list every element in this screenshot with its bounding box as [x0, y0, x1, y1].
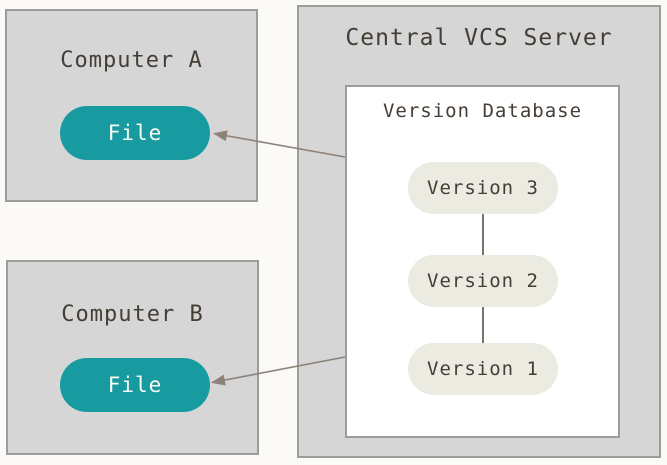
central-vcs-server-title: Central VCS Server	[345, 25, 613, 51]
version-2-node: Version 2	[408, 255, 558, 307]
computer-a-file-node: File	[60, 106, 210, 160]
version-2-label: Version 2	[427, 270, 539, 292]
central-vcs-server-box: Central VCS Server Version Database Vers…	[297, 5, 661, 458]
computer-a-title: Computer A	[60, 48, 203, 73]
connector-version-3-to-2	[482, 214, 484, 255]
computer-b-file-label: File	[107, 373, 163, 397]
version-3-node: Version 3	[408, 162, 558, 214]
computer-b-file-node: File	[60, 358, 210, 412]
connector-version-2-to-1	[482, 307, 484, 343]
version-1-label: Version 1	[427, 358, 539, 380]
computer-b-box: Computer B File	[6, 260, 259, 455]
computer-a-box: Computer A File	[5, 9, 258, 202]
version-1-node: Version 1	[408, 343, 558, 395]
version-database-title: Version Database	[382, 100, 583, 122]
version-3-label: Version 3	[427, 177, 539, 199]
computer-a-file-label: File	[107, 121, 163, 145]
computer-b-title: Computer B	[61, 302, 204, 327]
version-database-box: Version Database Version 3 Version 2 Ver…	[345, 85, 620, 438]
